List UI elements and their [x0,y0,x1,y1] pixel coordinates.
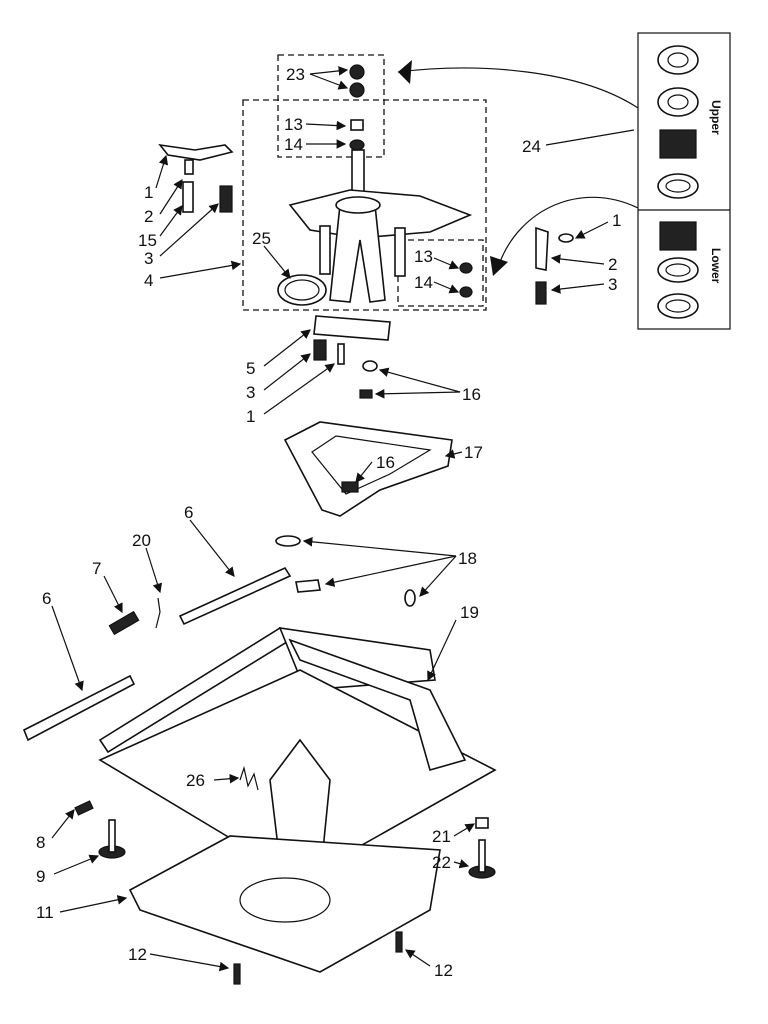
lower-kit-arrow [499,196,639,263]
callout-6-lower: 6 [42,589,51,608]
top-bearing-group-box [277,54,385,158]
mechanism-assembly [288,149,473,303]
callout-6-upper: 6 [184,503,193,522]
left-pivot-parts [158,143,234,213]
callout-2-left: 2 [144,207,153,226]
lower-bearings [657,221,699,319]
callout-14-top: 14 [284,135,303,154]
callout-20: 20 [132,531,151,550]
callout-15: 15 [138,231,157,250]
side-rails [22,566,292,742]
lower-bar-parts [313,315,391,365]
seal-ring [277,274,327,306]
upper-label: Upper [709,100,723,135]
callout-23: 23 [286,65,305,84]
callout-1-lower: 1 [246,407,255,426]
callout-3-left: 3 [144,249,153,268]
callout-3-right: 3 [608,275,617,294]
lower-label: Lower [709,248,723,284]
callout-16-upper: 16 [462,385,481,404]
lower-kit-arrow-head [490,256,508,276]
callout-13-top: 13 [284,115,303,134]
upper-kit-arrow-head [398,60,412,84]
callout-21: 21 [432,827,451,846]
bottom-pan [128,835,441,973]
callout-18: 18 [458,549,477,568]
callout-labels: 23 13 14 24 1 2 15 3 4 25 1 2 3 13 14 5 … [36,65,621,980]
upper-kit-arrow [397,67,639,109]
lower-bearing-parts [459,262,473,298]
spring-and-hook [108,597,161,636]
callout-14-lower: 14 [414,273,433,292]
lower-bearing-group-box [397,239,484,307]
callout-9: 9 [36,867,45,886]
callout-8: 8 [36,833,45,852]
callout-2-right: 2 [608,255,617,274]
mechanism-group-box [242,99,487,311]
snubber-clips [359,360,378,399]
base-clips [275,535,416,607]
callout-12-right: 12 [434,961,453,980]
callout-16-lower: 16 [376,453,395,472]
upper-bearings [657,45,699,199]
callout-13-lower: 13 [414,247,433,266]
callout-3-lower: 3 [246,383,255,402]
leveling-feet [74,765,496,985]
callout-26: 26 [186,771,205,790]
top-bearing-stack [349,64,365,151]
callout-1-right: 1 [612,211,621,230]
right-pivot-parts [535,226,574,305]
callout-4: 4 [144,271,153,290]
callout-5: 5 [246,359,255,378]
main-base-frame [98,626,497,881]
callout-7: 7 [92,559,101,578]
callout-25: 25 [252,229,271,248]
callout-12-left: 12 [128,945,147,964]
leader-lines [51,66,635,972]
callout-24: 24 [522,137,541,156]
bearing-kit-box: Upper Lower [637,32,731,330]
tub-support-frame [283,421,453,517]
callout-11: 11 [36,903,54,922]
callout-1-left: 1 [144,183,153,202]
callout-17: 17 [464,443,483,462]
callout-22: 22 [432,853,451,872]
callout-19: 19 [460,603,479,622]
